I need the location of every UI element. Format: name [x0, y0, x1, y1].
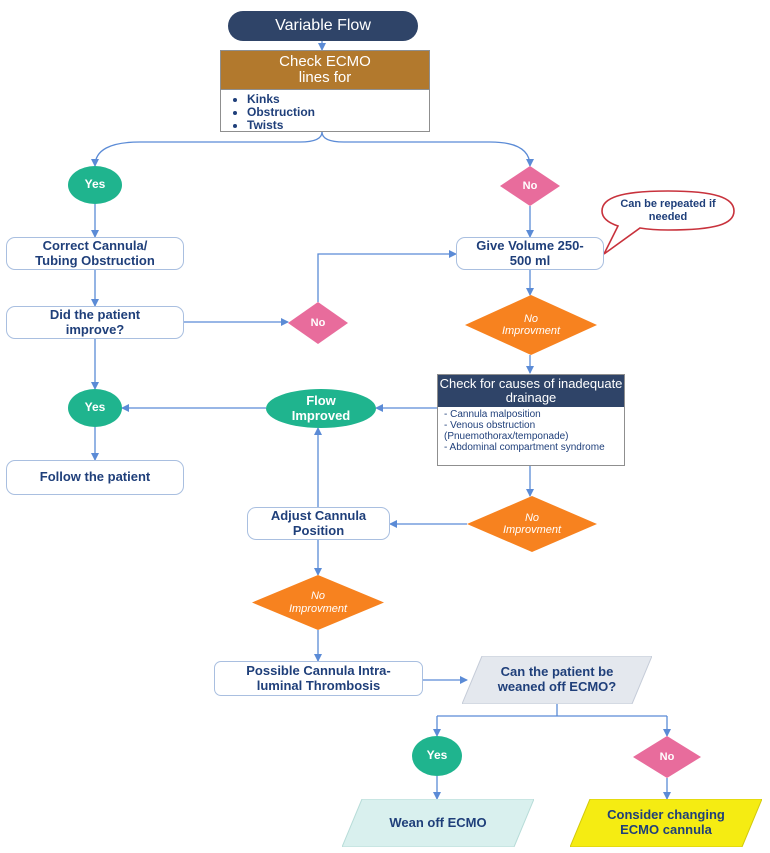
give-volume-text: Give Volume 250-500 ml [476, 237, 584, 268]
no-improvement-diamond-3: No Improvment [252, 575, 384, 630]
check-ecmo-heading: Check ECMO lines for [221, 51, 429, 90]
diamond-shape [465, 295, 597, 355]
list-item: - Venous obstruction (Pnuemothorax/tempo… [444, 420, 569, 442]
adjust-cannula-box: Adjust Cannula Position [247, 507, 390, 540]
consider-changing-parallelogram: Consider changing ECMO cannula [570, 799, 762, 847]
possible-thrombosis-box: Possible Cannula Intra-luminal Thrombosi… [214, 661, 423, 696]
list-item: - Abdominal compartment syndrome [444, 442, 605, 453]
yes-circle-middle: Yes [68, 389, 122, 427]
check-causes-box: Check for causes of inadequate drainage … [437, 374, 625, 466]
diamond-shape [288, 302, 348, 344]
connector-no-volume [317, 250, 457, 302]
follow-patient-box: Follow the patient [6, 460, 184, 495]
wean-off-parallelogram: Wean off ECMO [342, 799, 534, 847]
yes-label: Yes [84, 400, 106, 415]
no-improvement-label: No Improvment [502, 511, 562, 536]
follow-patient-text: Follow the patient [39, 469, 151, 485]
no-diamond-middle: No [288, 302, 348, 344]
no-improvement-diamond-2: No Improvment [467, 496, 597, 552]
can-be-weaned-parallelogram: Can the patient be weaned off ECMO? [462, 656, 652, 704]
callout-bubble [601, 190, 735, 255]
no-diamond-bottom: No [633, 736, 701, 778]
parallelogram-shape [570, 799, 762, 847]
no-label: No [659, 750, 675, 763]
flow-improved-ellipse: Flow Improved [266, 389, 376, 428]
list-item: Twists [247, 119, 429, 132]
correct-cannula-text: Correct Cannula/ Tubing Obstruction [35, 237, 155, 268]
no-label: No [522, 179, 538, 192]
diamond-shape [252, 575, 384, 630]
yes-circle-top: Yes [68, 166, 122, 204]
check-ecmo-list: Kinks Obstruction Twists [221, 93, 429, 132]
yes-label: Yes [426, 748, 448, 763]
check-ecmo-box: Check ECMO lines for Kinks Obstruction T… [220, 50, 430, 132]
diamond-shape [633, 736, 701, 778]
correct-cannula-box: Correct Cannula/ Tubing Obstruction [6, 237, 184, 270]
diamond-shape [500, 166, 560, 206]
title-text: Variable Flow [275, 17, 371, 35]
no-improvement-label: No Improvment [501, 312, 561, 337]
list-item: - Cannula malposition [444, 409, 541, 420]
no-improvement-label: No Improvment [288, 590, 348, 615]
yes-label: Yes [84, 177, 106, 192]
wean-off-text: Wean off ECMO [389, 814, 487, 830]
parallelogram-shape [462, 656, 652, 704]
list-item: Obstruction [247, 106, 429, 119]
no-diamond-top: No [500, 166, 560, 206]
connector-weaned-split [437, 704, 667, 717]
adjust-cannula-text: Adjust Cannula Position [270, 507, 367, 538]
parallelogram-shape [342, 799, 534, 847]
possible-thrombosis-text: Possible Cannula Intra-luminal Thrombosi… [246, 662, 391, 693]
consider-changing-text: Consider changing ECMO cannula [607, 807, 725, 837]
check-causes-heading: Check for causes of inadequate drainage [438, 375, 624, 407]
connector-check-yes [91, 131, 323, 167]
no-label: No [310, 316, 326, 329]
list-item: Kinks [247, 93, 429, 106]
diamond-shape [467, 496, 597, 552]
check-causes-list: - Cannula malposition - Venous obstructi… [438, 409, 624, 453]
connector-check-no [321, 131, 534, 167]
no-improvement-diamond-1: No Improvment [465, 295, 597, 355]
can-be-weaned-text: Can the patient be weaned off ECMO? [497, 664, 617, 694]
did-patient-improve-box: Did the patient improve? [6, 306, 184, 339]
yes-circle-bottom: Yes [412, 736, 462, 776]
title-pill: Variable Flow [228, 11, 418, 41]
flow-improved-text: Flow Improved [291, 392, 351, 423]
give-volume-box: Give Volume 250-500 ml [456, 237, 604, 270]
callout-text: Can be repeated if needed [620, 198, 716, 223]
did-patient-improve-text: Did the patient improve? [49, 306, 141, 337]
